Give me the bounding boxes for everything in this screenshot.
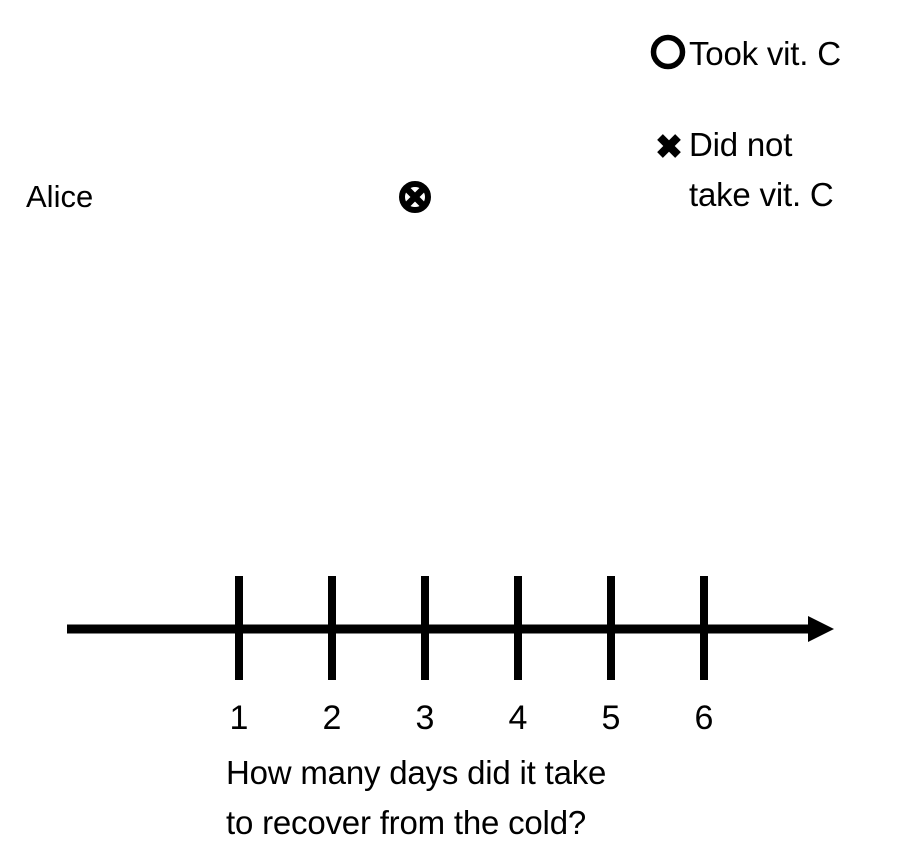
row-label-alice: Alice xyxy=(26,179,94,214)
legend-circle-marker xyxy=(645,29,689,73)
axis-caption: How many days did it take to recover fro… xyxy=(226,754,607,841)
axis-tick-label-1: 1 xyxy=(229,699,249,737)
data-point-alice xyxy=(398,180,432,214)
axis-tick-label-5: 5 xyxy=(601,699,621,737)
axis-arrowhead xyxy=(808,616,834,642)
axis-tick-label-2: 2 xyxy=(322,699,342,737)
x-icon xyxy=(403,185,427,209)
legend-x-marker xyxy=(645,120,689,170)
legend-entry-did-not-take-vit-c: Did not take vit. C xyxy=(645,120,834,220)
legend-label-took-vit-c: Took vit. C xyxy=(689,35,841,72)
number-line-axis xyxy=(67,576,834,680)
legend-entry-took-vit-c: Took vit. C xyxy=(645,29,841,79)
axis-tick-label-4: 4 xyxy=(508,699,528,737)
axis-tick-label-3: 3 xyxy=(415,699,435,737)
circle-icon xyxy=(399,181,431,213)
axis-tick-label-6: 6 xyxy=(694,699,714,737)
legend-label-did-not-take-vit-c: Did not take vit. C xyxy=(689,126,834,213)
